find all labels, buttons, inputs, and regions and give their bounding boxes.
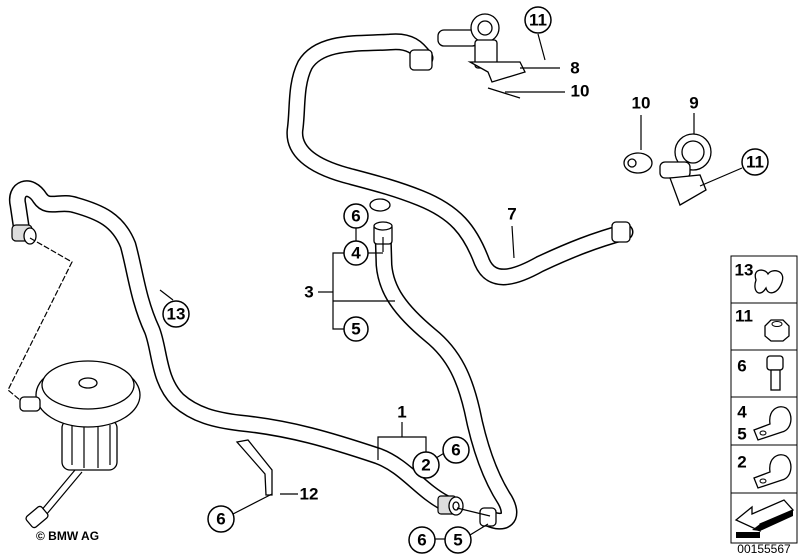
svg-text:11: 11	[746, 153, 764, 172]
svg-text:2: 2	[421, 456, 430, 475]
callout-10-top[interactable]: 10	[571, 82, 590, 101]
callout-1[interactable]: 1	[397, 403, 406, 422]
svg-text:4: 4	[737, 403, 747, 422]
svg-text:6: 6	[351, 207, 360, 226]
svg-text:9: 9	[689, 94, 698, 113]
callout-5-upper[interactable]: 5	[343, 316, 369, 342]
legend-item-4-5[interactable]: 4 5	[737, 403, 792, 444]
svg-text:10: 10	[632, 94, 651, 113]
diagram-number: 00155567	[737, 542, 791, 556]
svg-text:6: 6	[216, 510, 225, 529]
callout-11-right[interactable]: 11	[741, 148, 769, 176]
callout-6-bracket[interactable]: 6	[207, 505, 235, 533]
legend-item-11[interactable]: 11	[735, 307, 790, 342]
hex-nut-icon	[764, 319, 790, 342]
bracket-12[interactable]	[235, 439, 273, 496]
svg-text:10: 10	[571, 82, 590, 101]
legend-item-2[interactable]: 2	[737, 453, 792, 489]
legend-item-arrow[interactable]	[734, 499, 795, 538]
svg-text:5: 5	[737, 425, 746, 444]
callout-2[interactable]: 2	[412, 451, 440, 479]
svg-text:6: 6	[737, 357, 746, 376]
leader-lines	[7, 33, 743, 540]
hose-7[interactable]	[286, 33, 634, 286]
callout-7[interactable]: 7	[507, 205, 516, 224]
callout-10-gasket[interactable]: 10	[632, 94, 651, 113]
svg-text:3: 3	[304, 283, 313, 302]
connector-bottom	[437, 495, 464, 516]
callout-5-bottom[interactable]: 5	[444, 526, 472, 554]
callout-11-top[interactable]: 11	[524, 6, 552, 34]
svg-text:5: 5	[351, 320, 360, 339]
legend-item-6[interactable]: 6	[737, 355, 784, 391]
callout-9[interactable]: 9	[689, 94, 698, 113]
secondary-air-pump[interactable]	[19, 360, 141, 529]
check-valve-right[interactable]	[623, 133, 712, 206]
svg-text:7: 7	[507, 205, 516, 224]
svg-text:11: 11	[735, 307, 753, 326]
svg-text:4: 4	[351, 244, 361, 263]
svg-text:13: 13	[167, 305, 186, 324]
callout-6-mid[interactable]: 6	[442, 436, 470, 464]
connector-left	[11, 224, 37, 245]
svg-text:12: 12	[300, 485, 319, 504]
legend-item-13[interactable]: 13	[735, 261, 784, 294]
hose-clip-icon	[754, 269, 784, 294]
callout-8[interactable]: 8	[570, 59, 579, 78]
callout-6-upper[interactable]: 6	[343, 203, 369, 229]
p-clamp-icon	[753, 406, 792, 441]
svg-text:2: 2	[737, 453, 746, 472]
svg-text:11: 11	[529, 11, 547, 30]
callout-12[interactable]: 12	[300, 485, 319, 504]
svg-text:13: 13	[735, 261, 754, 280]
svg-text:1: 1	[397, 403, 406, 422]
svg-text:6: 6	[417, 531, 426, 550]
svg-text:6: 6	[451, 441, 460, 460]
p-clamp-icon	[753, 454, 792, 489]
legend-panel: 13 11 6 4 5 2	[730, 255, 798, 544]
callout-4[interactable]: 4	[343, 240, 369, 266]
copyright-text: © BMW AG	[36, 529, 99, 543]
svg-text:5: 5	[453, 531, 462, 550]
callout-6-bottom[interactable]: 6	[408, 526, 436, 554]
callout-13[interactable]: 13	[162, 300, 190, 328]
hose-3[interactable]	[373, 221, 518, 530]
bolt-icon	[766, 355, 784, 391]
callout-3[interactable]: 3	[304, 283, 313, 302]
check-valve-top[interactable]	[437, 13, 526, 99]
svg-text:8: 8	[570, 59, 579, 78]
hose-13[interactable]	[8, 180, 454, 512]
